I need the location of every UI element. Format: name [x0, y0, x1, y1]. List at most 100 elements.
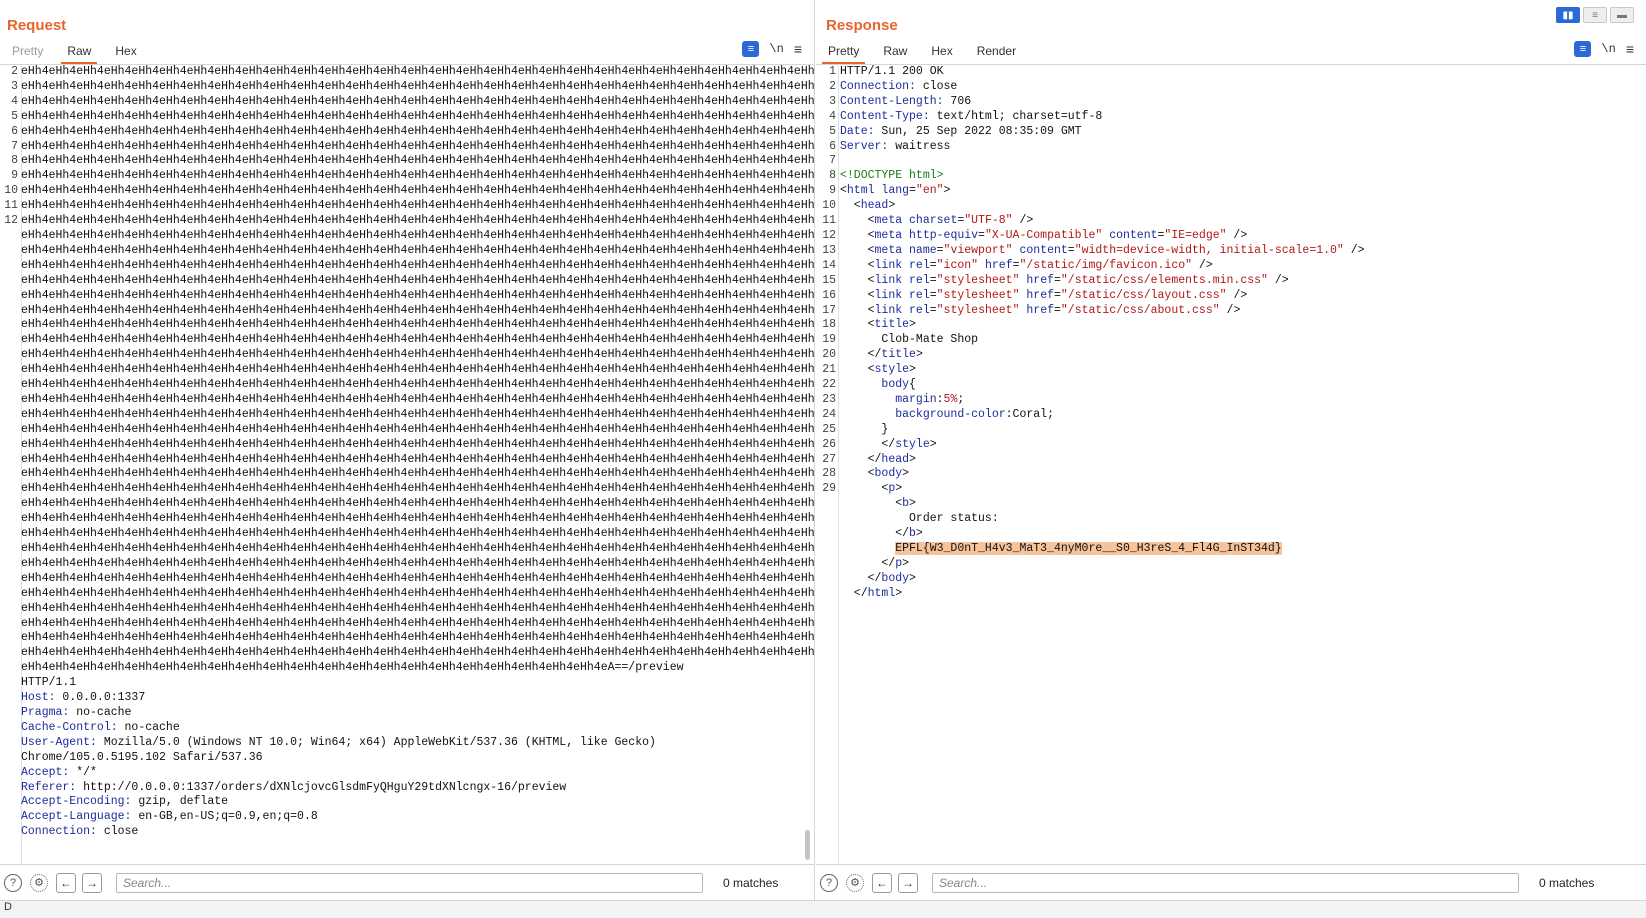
response-pane: Response ▮▮ ≡ ▬ Pretty Raw Hex Render ≡ … [816, 0, 1646, 900]
attr-name: rel [909, 303, 930, 317]
code-line: eHh4eHh4eHh4eHh4eHh4eHh4eHh4eHh4eHh4eHh4… [21, 214, 814, 229]
order-status-label: Order status: [840, 512, 999, 526]
code-line: eHh4eHh4eHh4eHh4eHh4eHh4eHh4eHh4eHh4eHh4… [21, 184, 814, 199]
line-number: 10 [822, 199, 836, 213]
code-line: <p> [840, 482, 903, 496]
attr-name: http-equiv [909, 228, 979, 242]
tab-render[interactable]: Render [976, 44, 1017, 58]
url-fragment: eHh4eHh4eHh4eHh4eHh4eHh4eHh4eHh4eHh4eHh4… [21, 214, 814, 228]
tab-hex[interactable]: Hex [115, 44, 137, 58]
line-number: 7 [829, 154, 836, 168]
menu-icon[interactable]: ≡ [793, 41, 802, 57]
attr-name: rel [909, 258, 930, 272]
code-line: margin:5%; [895, 392, 965, 406]
url-fragment: eHh4eHh4eHh4eHh4eHh4eHh4eHh4eHh4eHh4eHh4… [21, 482, 814, 496]
show-newlines-button[interactable]: \n [1601, 42, 1616, 56]
line-number: 20 [822, 348, 836, 362]
code-line: background-color:Coral; [895, 407, 1054, 421]
request-scrollbar[interactable] [805, 830, 810, 860]
code-line: Cache-Control: no-cache [21, 721, 802, 736]
line-number: 22 [822, 378, 836, 392]
line-number: 16 [822, 288, 836, 302]
line-number: 13 [822, 243, 836, 257]
html-tag: style [895, 437, 930, 451]
back-arrow-icon[interactable]: ← [56, 872, 76, 893]
help-icon[interactable]: ? [4, 873, 22, 892]
tab-pretty[interactable]: Pretty [816, 42, 871, 64]
line-number: 11 [822, 214, 836, 228]
wrap-lines-icon[interactable]: ≡ [742, 41, 760, 57]
code-line: Date: Sun, 25 Sep 2022 08:35:09 GMT [840, 125, 1634, 140]
line-number: 24 [822, 407, 836, 421]
code-line: eHh4eHh4eHh4eHh4eHh4eHh4eHh4eHh4eHh4eHh4… [21, 244, 814, 259]
line-number: 3 [829, 94, 836, 108]
tab-pretty[interactable]: Pretty [12, 44, 44, 58]
attr-value: "stylesheet" [936, 273, 1020, 287]
code-line: eHh4eHh4eHh4eHh4eHh4eHh4eHh4eHh4eHh4eHh4… [21, 661, 802, 676]
layout-tabs-icon[interactable]: ▬ [1610, 7, 1634, 23]
line-number: 8 [11, 154, 18, 168]
menu-icon[interactable]: ≡ [1625, 41, 1634, 57]
code-line: EPFL{W3_D0nT_H4v3_MaT3_4nyM0re__S0_H3reS… [840, 542, 1634, 557]
tab-raw[interactable]: Raw [55, 42, 103, 64]
tab-hex[interactable]: Hex [931, 44, 953, 58]
code-line: eHh4eHh4eHh4eHh4eHh4eHh4eHh4eHh4eHh4eHh4… [21, 393, 814, 408]
url-fragment: eHh4eHh4eHh4eHh4eHh4eHh4eHh4eHh4eHh4eHh4… [21, 392, 814, 406]
forward-arrow-icon[interactable]: → [898, 872, 918, 893]
line-number: 21 [822, 363, 836, 377]
header-name: Accept-Encoding: [21, 795, 132, 809]
code-line: eHh4eHh4eHh4eHh4eHh4eHh4eHh4eHh4eHh4eHh4… [21, 363, 814, 378]
request-tabs: Pretty Raw Hex [0, 42, 149, 64]
url-fragment: eHh4eHh4eHh4eHh4eHh4eHh4eHh4eHh4eHh4eHh4… [21, 94, 814, 108]
header-value: 0.0.0.0:1337 [55, 691, 146, 705]
header-name: Accept: [21, 765, 70, 779]
response-matches-count: 0 matches [1539, 875, 1595, 890]
code-line: eHh4eHh4eHh4eHh4eHh4eHh4eHh4eHh4eHh4eHh4… [21, 229, 814, 244]
request-tools: ≡ \n ≡ [742, 41, 802, 57]
url-fragment: eHh4eHh4eHh4eHh4eHh4eHh4eHh4eHh4eHh4eHh4… [21, 109, 814, 123]
attr-value: "/static/img/favicon.ico" [1019, 258, 1193, 272]
header-name: Connection: [21, 825, 97, 839]
line-number: 4 [11, 94, 18, 108]
line-number: 18 [822, 318, 836, 332]
code-line: </style> [840, 437, 937, 451]
gear-icon[interactable]: ⚙ [30, 873, 48, 892]
request-text[interactable]: eHh4eHh4eHh4eHh4eHh4eHh4eHh4eHh4eHh4eHh4… [21, 65, 814, 864]
line-number: 8 [829, 169, 836, 183]
forward-arrow-icon[interactable]: → [82, 872, 102, 893]
html-tag: head [881, 452, 910, 466]
code-line: <head> [840, 199, 896, 213]
layout-stacked-icon[interactable]: ≡ [1583, 7, 1607, 23]
code-line: eHh4eHh4eHh4eHh4eHh4eHh4eHh4eHh4eHh4eHh4… [21, 259, 814, 274]
url-fragment: eHh4eHh4eHh4eHh4eHh4eHh4eHh4eHh4eHh4eHh4… [21, 467, 814, 481]
show-newlines-button[interactable]: \n [769, 42, 784, 56]
request-search-input[interactable] [116, 872, 703, 893]
wrap-lines-icon[interactable]: ≡ [1574, 41, 1592, 57]
code-line: eHh4eHh4eHh4eHh4eHh4eHh4eHh4eHh4eHh4eHh4… [21, 542, 814, 557]
line-number: 9 [11, 169, 18, 183]
url-fragment: eHh4eHh4eHh4eHh4eHh4eHh4eHh4eHh4eHh4eHh4… [21, 497, 814, 511]
code-line: </html> [840, 586, 903, 600]
url-fragment: eHh4eHh4eHh4eHh4eHh4eHh4eHh4eHh4eHh4eHh4… [21, 571, 814, 585]
url-fragment: eHh4eHh4eHh4eHh4eHh4eHh4eHh4eHh4eHh4eHh4… [21, 184, 814, 198]
gear-icon[interactable]: ⚙ [846, 873, 864, 892]
help-icon[interactable]: ? [820, 873, 838, 892]
line-number: 17 [822, 303, 836, 317]
header-value: Chrome/105.0.5195.102 Safari/537.36 [21, 750, 263, 764]
url-fragment: eHh4eHh4eHh4eHh4eHh4eHh4eHh4eHh4eHh4eHh4… [21, 228, 814, 242]
line-number: 12 [822, 228, 836, 242]
url-fragment: eHh4eHh4eHh4eHh4eHh4eHh4eHh4eHh4eHh4eHh4… [21, 154, 814, 168]
response-search-input[interactable] [932, 872, 1519, 893]
layout-side-by-side-icon[interactable]: ▮▮ [1556, 7, 1580, 23]
header-value: en-GB,en-US;q=0.9,en;q=0.8 [131, 810, 318, 824]
back-arrow-icon[interactable]: ← [872, 872, 892, 893]
css-prop: background-color [895, 407, 1006, 421]
header-name: Referer: [21, 780, 77, 794]
header-value: gzip, deflate [131, 795, 229, 809]
flag-text: EPFL{W3_D0nT_H4v3_MaT3_4nyM0re__S0_H3reS… [895, 542, 1282, 555]
tab-raw[interactable]: Raw [883, 44, 908, 58]
line-number: 12 [4, 214, 18, 228]
